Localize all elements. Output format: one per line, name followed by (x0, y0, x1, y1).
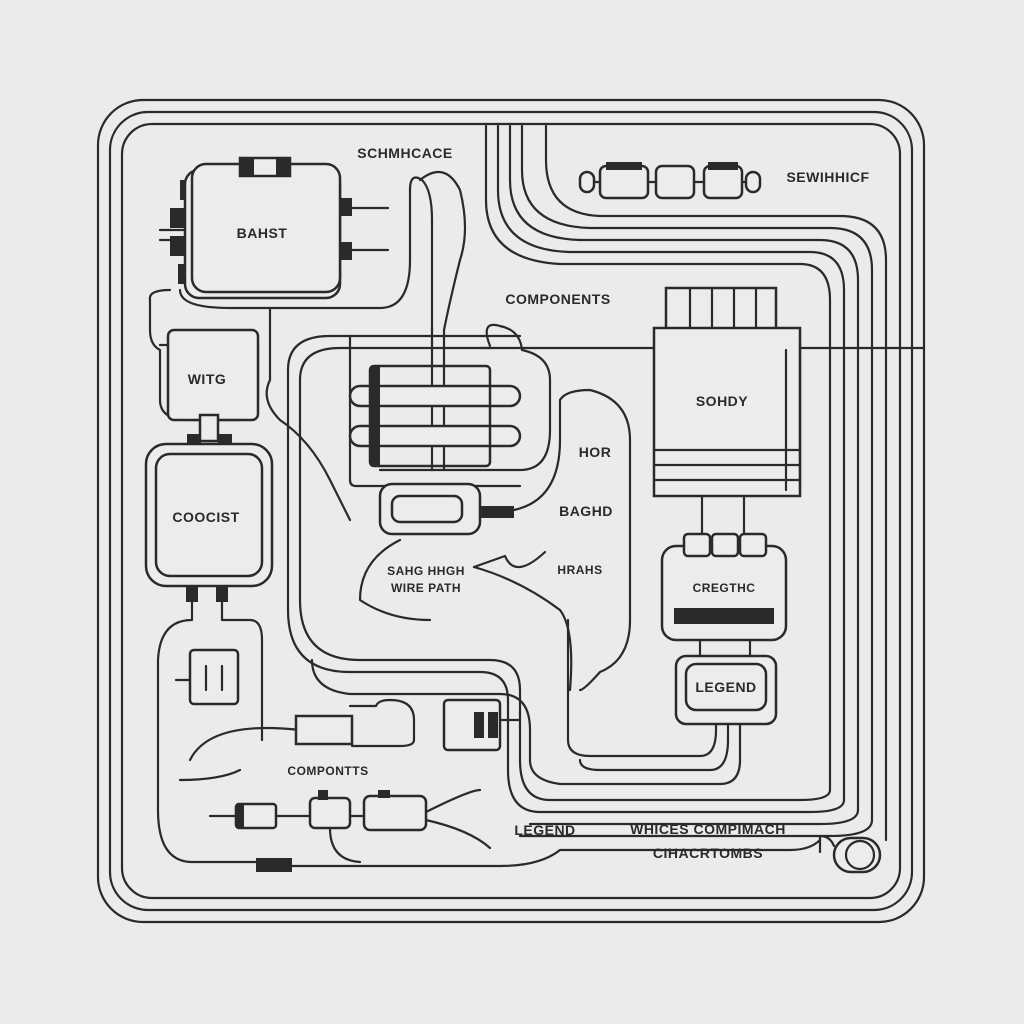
diagram-title: SCHMHCACE (357, 145, 453, 161)
sahg-hhgh-label: SAHG HHGH (387, 564, 465, 578)
compontts-label: COMPONTTS (287, 764, 368, 778)
legend-box-label: LEGEND (695, 679, 756, 695)
cregthc-label: CREGTHC (693, 581, 756, 595)
component-bahst: BAHST (158, 156, 390, 300)
component-bottom-parts (178, 698, 882, 874)
top-right-label: SEWIHHICF (786, 169, 869, 185)
wire (418, 170, 467, 472)
wire (178, 176, 434, 472)
component-connector-chain (578, 162, 762, 200)
bahst-label: BAHST (237, 225, 288, 241)
hrahs-label: HRAHS (557, 563, 602, 577)
components-label: COMPONENTS (505, 291, 610, 307)
wire-bundle (286, 124, 926, 842)
wire (472, 565, 573, 692)
whices-label: WHICES COMPIMACH (630, 821, 786, 837)
wire-path-label: WIRE PATH (391, 581, 461, 595)
cihacrtombs-label: CIHACRTOMBS (653, 845, 763, 861)
component-sohdy: SOHDY (652, 286, 802, 542)
sohdy-label: SOHDY (696, 393, 748, 409)
outer-border (96, 98, 926, 924)
component-coocist: COOCIST (144, 442, 822, 872)
wire (472, 550, 547, 569)
witg-label: WITG (188, 371, 227, 387)
legend-label: LEGEND (514, 822, 575, 838)
wire (265, 306, 352, 522)
component-witg: WITG (148, 288, 260, 448)
component-coil-stack (348, 323, 632, 692)
hor-label: HOR (579, 444, 612, 460)
coocist-label: COOCIST (172, 509, 239, 525)
component-cregthc: CREGTHC LEGEND (660, 532, 788, 726)
baghd-label: BAGHD (559, 503, 613, 519)
